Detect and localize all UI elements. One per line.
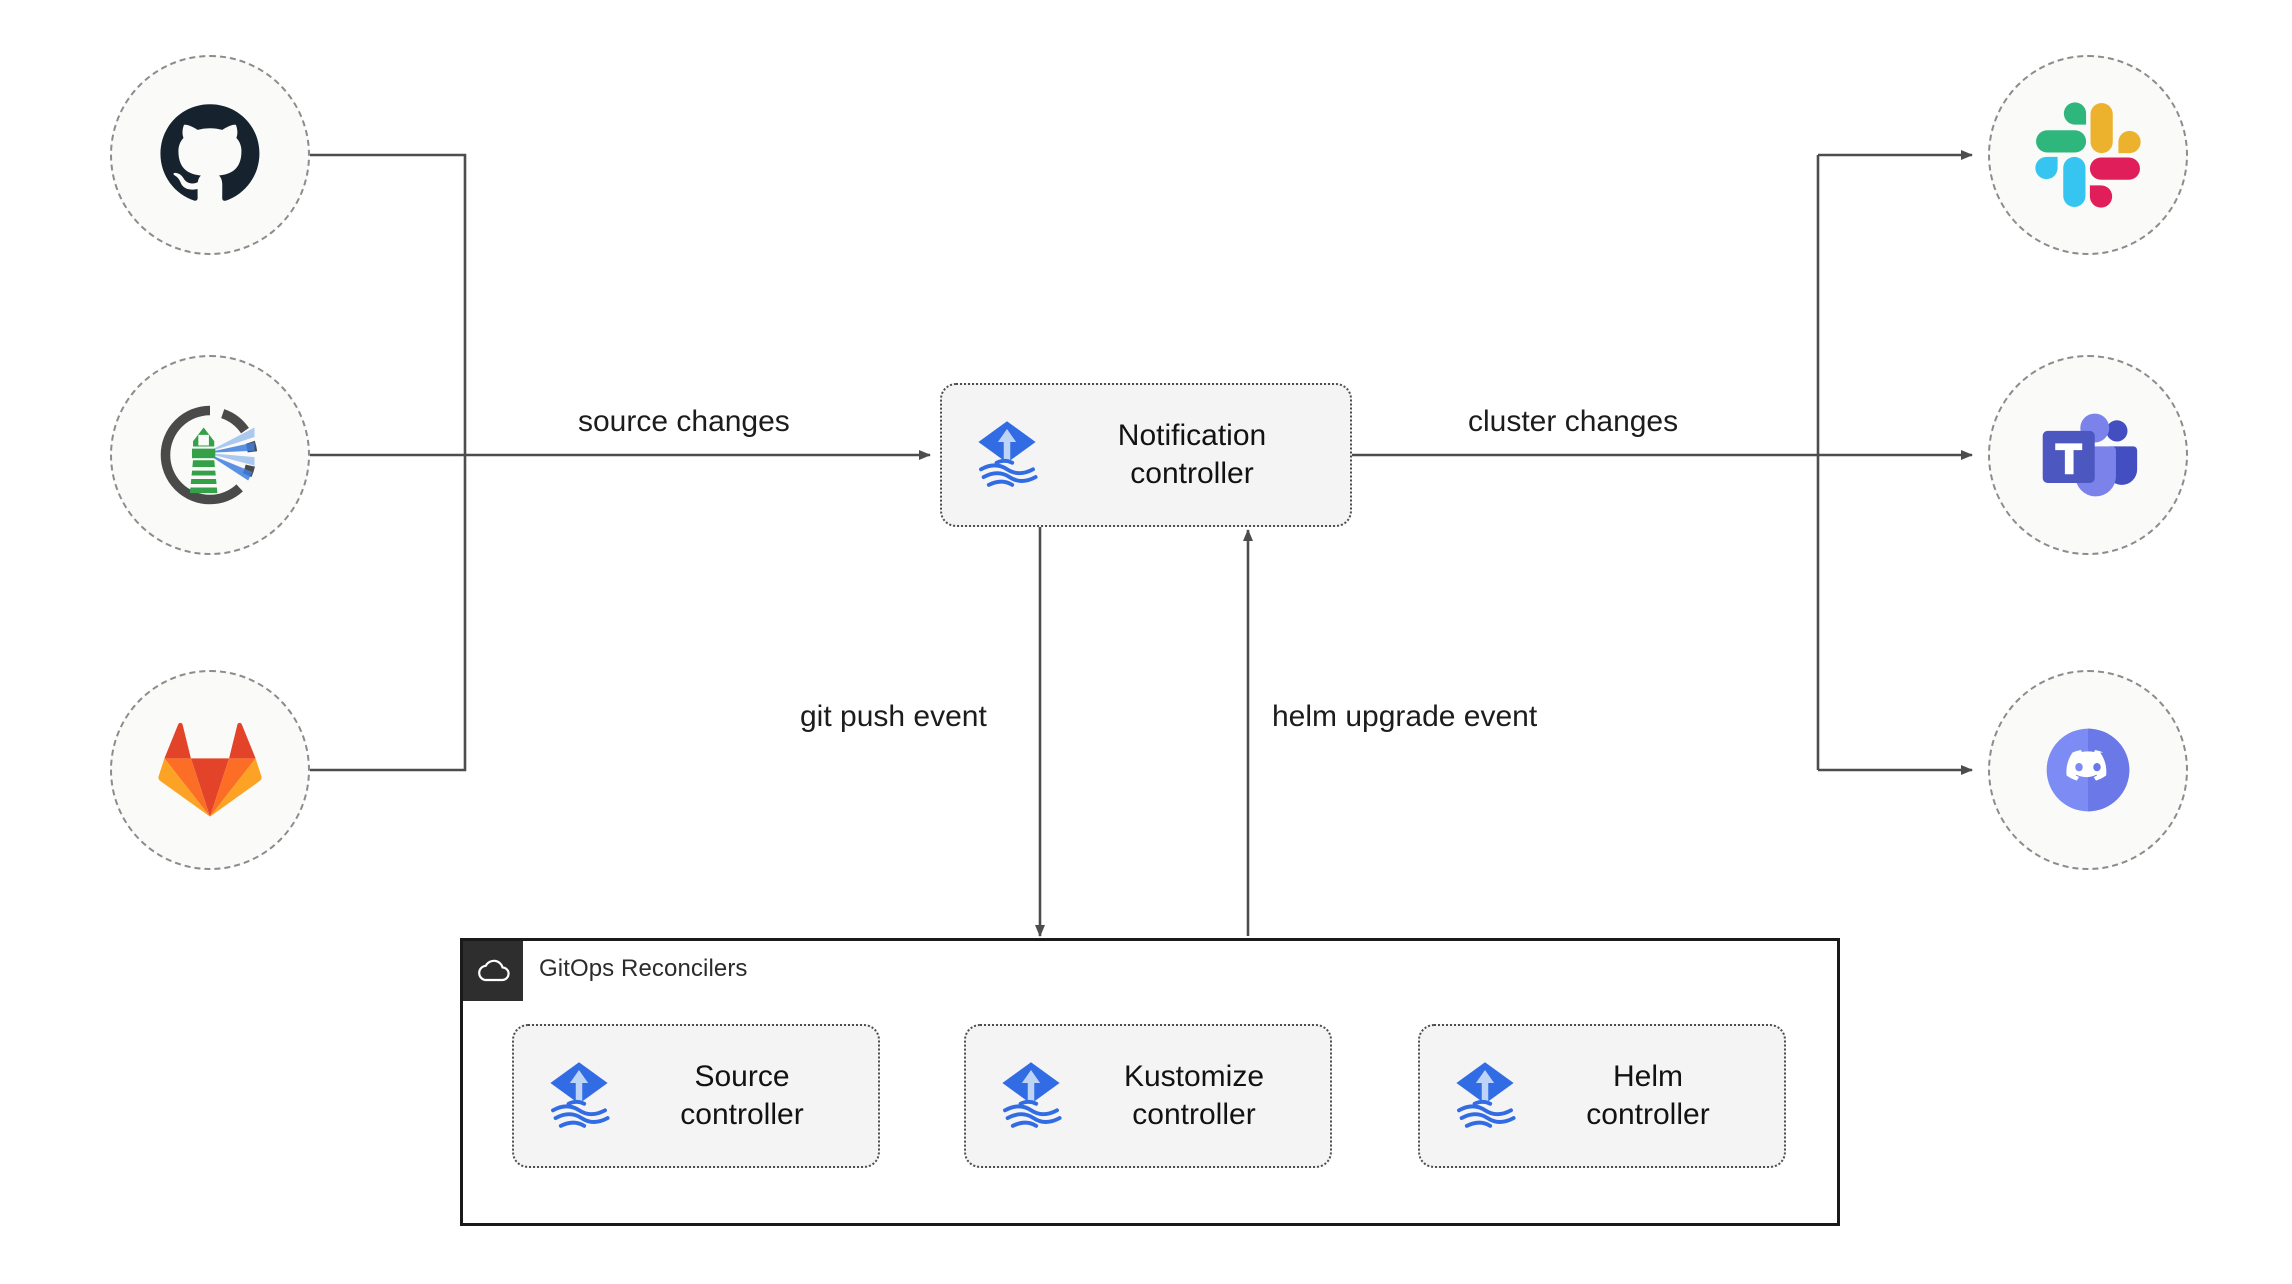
flux-icon bbox=[1456, 1062, 1516, 1128]
github-icon bbox=[160, 104, 260, 201]
source-node-lighthouse[interactable] bbox=[110, 355, 310, 555]
flux-icon bbox=[1002, 1062, 1062, 1128]
source-controller-label: Source controller bbox=[680, 1059, 804, 1131]
helm-controller-label: Helm controller bbox=[1586, 1059, 1710, 1131]
discord-icon bbox=[2046, 728, 2130, 812]
notification-controller-box[interactable]: Notification controller bbox=[940, 383, 1352, 527]
kustomize-controller-box[interactable]: Kustomize controller bbox=[964, 1024, 1332, 1168]
destination-node-discord[interactable] bbox=[1988, 670, 2188, 870]
microsoft-teams-icon bbox=[2042, 413, 2138, 497]
edge-label-helm-upgrade-event: helm upgrade event bbox=[1272, 700, 1538, 733]
slack-icon bbox=[2035, 102, 2141, 208]
edge-label-git-push-event: git push event bbox=[800, 700, 987, 733]
lighthouse-icon bbox=[160, 405, 258, 505]
kustomize-controller-label: Kustomize controller bbox=[1123, 1059, 1265, 1131]
flux-icon bbox=[978, 421, 1038, 487]
source-node-github[interactable] bbox=[110, 55, 310, 255]
destination-node-teams[interactable] bbox=[1988, 355, 2188, 555]
source-node-gitlab[interactable] bbox=[110, 670, 310, 870]
helm-controller-box[interactable]: Helm controller bbox=[1418, 1024, 1786, 1168]
gitlab-icon bbox=[158, 722, 262, 817]
cloud-icon bbox=[463, 941, 523, 1001]
notification-controller-label: Notification controller bbox=[1117, 418, 1267, 490]
edge-label-cluster-changes: cluster changes bbox=[1468, 405, 1679, 438]
flux-icon bbox=[550, 1062, 610, 1128]
wire-left-bus bbox=[310, 153, 467, 772]
edge-label-source-changes: source changes bbox=[578, 405, 790, 438]
destination-node-slack[interactable] bbox=[1988, 55, 2188, 255]
gitops-reconcilers-title: GitOps Reconcilers bbox=[539, 955, 748, 982]
source-controller-box[interactable]: Source controller bbox=[512, 1024, 880, 1168]
